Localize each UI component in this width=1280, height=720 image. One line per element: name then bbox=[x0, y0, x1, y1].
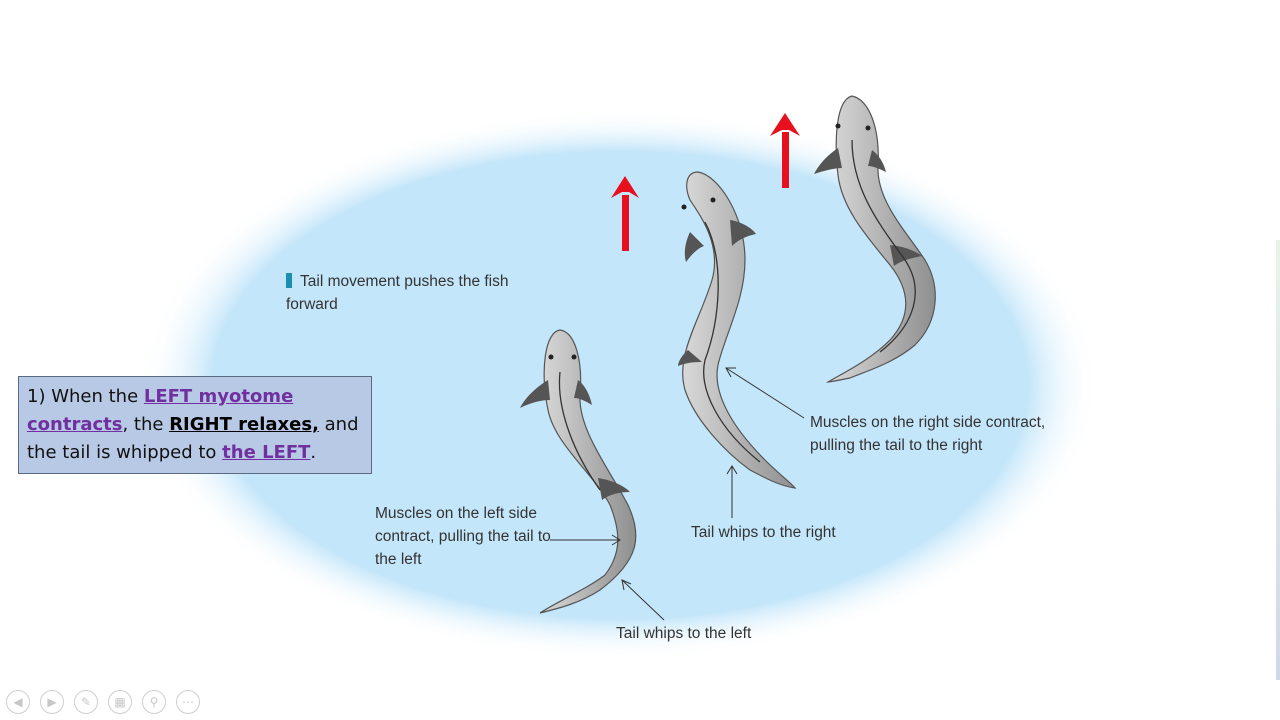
legend-marker bbox=[286, 273, 292, 288]
fish-right bbox=[814, 95, 936, 383]
fish-middle-body bbox=[682, 171, 797, 489]
legend-text: Tail movement pushes the fish forward bbox=[286, 273, 509, 313]
label-right-side-contract: Muscles on the right side contract, pull… bbox=[810, 414, 1046, 454]
callout-the-left: the LEFT bbox=[222, 442, 311, 463]
callout-left-myotome: LEFT myotome contracts bbox=[27, 386, 294, 435]
callout-middle: , the bbox=[122, 414, 170, 435]
fish-left-fin bbox=[520, 380, 550, 408]
legend: Tail movement pushes the fish forward bbox=[286, 270, 516, 316]
fish-left bbox=[520, 329, 637, 614]
zoom-icon[interactable]: ⚲ bbox=[142, 690, 166, 714]
label-left-side-contract: Muscles on the left side contract, pulli… bbox=[375, 505, 551, 568]
pointer-lines bbox=[550, 367, 805, 621]
forward-arrow-right bbox=[770, 113, 800, 188]
callout-end: . bbox=[310, 442, 317, 463]
window-edge-strip bbox=[1276, 240, 1280, 680]
fish-middle bbox=[678, 171, 797, 489]
water-background bbox=[140, 110, 1100, 660]
callout-prefix: 1) When the bbox=[27, 386, 144, 407]
callout-box: 1) When the LEFT myotome contracts, the … bbox=[18, 376, 372, 474]
callout-suffix: and the tail is whipped to bbox=[27, 414, 359, 463]
fish-middle-fin bbox=[730, 220, 756, 246]
slides-icon[interactable]: ▦ bbox=[108, 690, 132, 714]
pen-icon[interactable]: ✎ bbox=[74, 690, 98, 714]
slideshow-controls: ◀ ▶ ✎ ▦ ⚲ ⋯ bbox=[6, 690, 200, 714]
previous-icon[interactable]: ◀ bbox=[6, 690, 30, 714]
more-icon[interactable]: ⋯ bbox=[176, 690, 200, 714]
next-icon[interactable]: ▶ bbox=[40, 690, 64, 714]
label-tail-whips-left: Tail whips to the left bbox=[616, 625, 752, 642]
forward-arrow-middle bbox=[611, 176, 639, 251]
fish-right-fin bbox=[814, 148, 842, 174]
label-tail-whips-right: Tail whips to the right bbox=[691, 524, 836, 541]
callout-right-relaxes: RIGHT relaxes, bbox=[169, 414, 319, 435]
